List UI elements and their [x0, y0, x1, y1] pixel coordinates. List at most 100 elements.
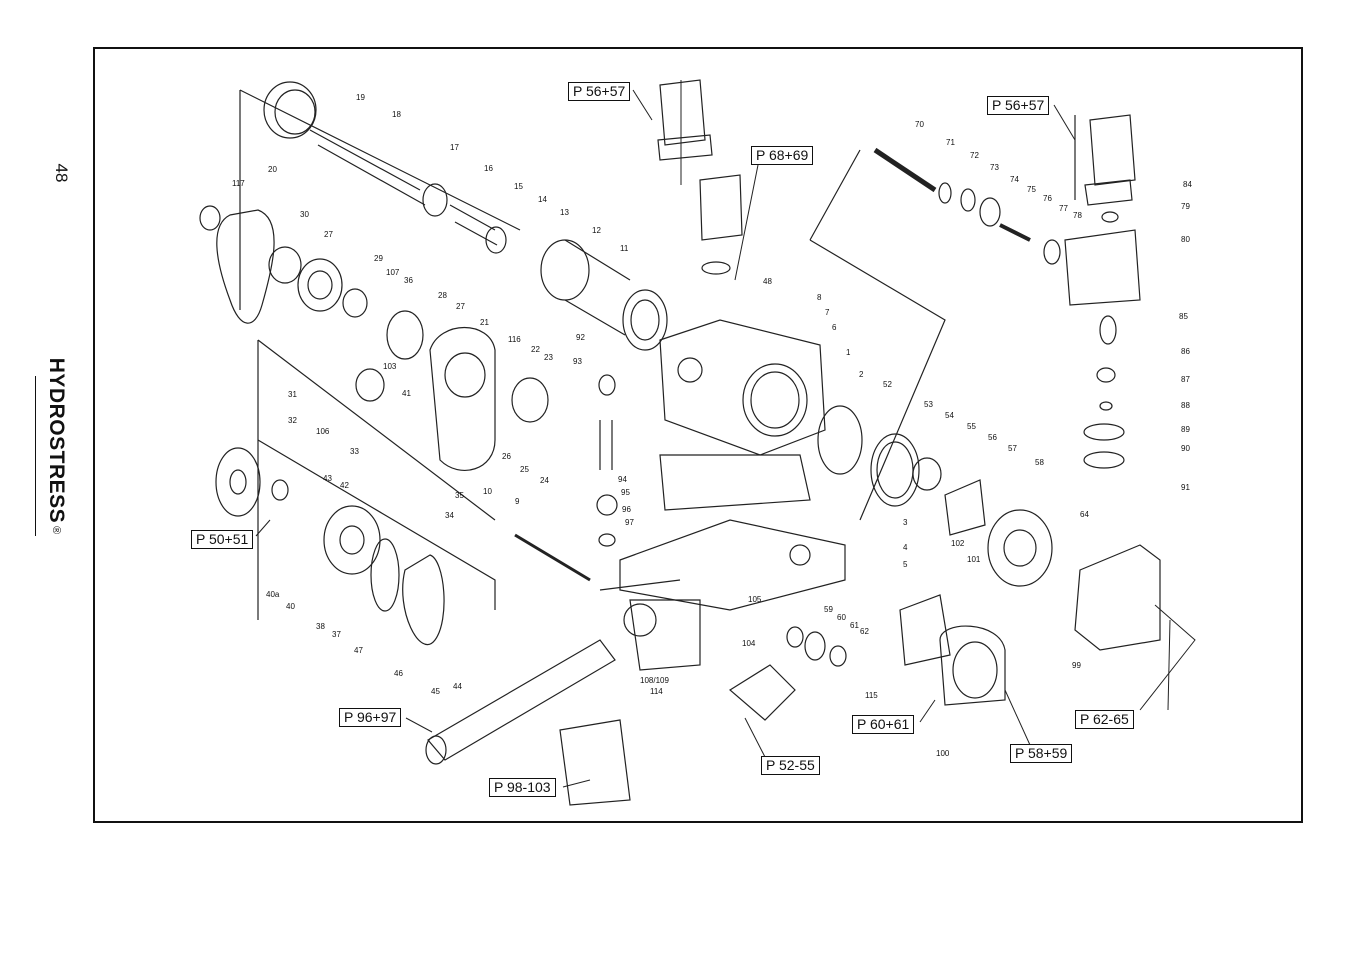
part-number: 35: [455, 491, 464, 500]
page-ref-62-65[interactable]: P 62-65: [1075, 710, 1134, 729]
part-number: 1: [846, 348, 851, 357]
part-number: 43: [323, 474, 332, 483]
part-number: 20: [268, 165, 277, 174]
part-number: 54: [945, 411, 954, 420]
part-number: 6: [832, 323, 837, 332]
part-number: 93: [573, 357, 582, 366]
part-number: 97: [625, 518, 634, 527]
part-number: 16: [484, 164, 493, 173]
page-ref-56-57-left[interactable]: P 56+57: [568, 82, 631, 101]
part-number: 105: [748, 595, 762, 604]
part-number: 80: [1181, 235, 1190, 244]
part-number: 61: [850, 621, 859, 630]
page-ref-68-69[interactable]: P 68+69: [751, 146, 814, 165]
part-number: 101: [967, 555, 981, 564]
part-number: 27: [324, 230, 333, 239]
part-number: 29: [374, 254, 383, 263]
part-number: 30: [300, 210, 309, 219]
part-number: 86: [1181, 347, 1190, 356]
part-number: 62: [860, 627, 869, 636]
part-number: 12: [592, 226, 601, 235]
part-number: 21: [480, 318, 489, 327]
part-number: 90: [1181, 444, 1190, 453]
part-number: 107: [386, 268, 400, 277]
part-number: 88: [1181, 401, 1190, 410]
part-number: 17: [450, 143, 459, 152]
part-number: 104: [742, 639, 756, 648]
part-number: 84: [1183, 180, 1192, 189]
part-number: 92: [576, 333, 585, 342]
part-number: 40a: [266, 590, 280, 599]
part-number: 22: [531, 345, 540, 354]
page-ref-58-59[interactable]: P 58+59: [1010, 744, 1073, 763]
part-number: 108/109: [640, 676, 669, 685]
page-ref-96-97[interactable]: P 96+97: [339, 708, 402, 727]
part-number: 58: [1035, 458, 1044, 467]
part-number: 3: [903, 518, 908, 527]
part-number: 72: [970, 151, 979, 160]
page-ref-98-103[interactable]: P 98-103: [489, 778, 556, 797]
part-number: 114: [650, 687, 663, 696]
part-number: 5: [903, 560, 908, 569]
brand-rule: [35, 376, 36, 536]
part-number: 77: [1059, 204, 1068, 213]
part-number: 28: [438, 291, 447, 300]
part-number: 57: [1008, 444, 1017, 453]
page-ref-52-55[interactable]: P 52-55: [761, 756, 820, 775]
part-number: 7: [825, 308, 830, 317]
part-number: 48: [763, 277, 772, 286]
part-number: 87: [1181, 375, 1190, 384]
part-number: 38: [316, 622, 325, 631]
drawing-frame: [93, 47, 1303, 823]
part-number: 64: [1080, 510, 1089, 519]
part-number: 102: [951, 539, 965, 548]
part-number: 36: [404, 276, 413, 285]
part-number: 99: [1072, 661, 1081, 670]
part-number: 117: [232, 179, 245, 188]
part-number: 53: [924, 400, 933, 409]
part-number: 52: [883, 380, 892, 389]
page-ref-56-57-right[interactable]: P 56+57: [987, 96, 1050, 115]
page-ref-60-61[interactable]: P 60+61: [852, 715, 915, 734]
page-ref-50-51[interactable]: P 50+51: [191, 530, 254, 549]
part-number: 116: [508, 335, 521, 344]
part-number: 14: [538, 195, 547, 204]
part-number: 55: [967, 422, 976, 431]
part-number: 11: [620, 244, 629, 253]
part-number: 2: [859, 370, 864, 379]
part-number: 24: [540, 476, 549, 485]
part-number: 27: [456, 302, 465, 311]
part-number: 10: [483, 487, 492, 496]
part-number: 47: [354, 646, 363, 655]
part-number: 34: [445, 511, 454, 520]
part-number: 70: [915, 120, 924, 129]
part-number: 45: [431, 687, 440, 696]
part-number: 19: [356, 93, 365, 102]
part-number: 100: [936, 749, 950, 758]
part-number: 4: [903, 543, 908, 552]
part-number: 8: [817, 293, 822, 302]
part-number: 79: [1181, 202, 1190, 211]
part-number: 60: [837, 613, 846, 622]
part-number: 74: [1010, 175, 1019, 184]
part-number: 91: [1181, 483, 1190, 492]
part-number: 78: [1073, 211, 1082, 220]
part-number: 9: [515, 497, 520, 506]
part-number: 32: [288, 416, 297, 425]
part-number: 115: [865, 691, 878, 700]
part-number: 26: [502, 452, 511, 461]
part-number: 25: [520, 465, 529, 474]
part-number: 13: [560, 208, 569, 217]
part-number: 95: [621, 488, 630, 497]
part-number: 23: [544, 353, 553, 362]
part-number: 76: [1043, 194, 1052, 203]
part-number: 94: [618, 475, 627, 484]
part-number: 46: [394, 669, 403, 678]
part-number: 31: [288, 390, 297, 399]
part-number: 85: [1179, 312, 1188, 321]
part-number: 40: [286, 602, 295, 611]
part-number: 42: [340, 481, 349, 490]
part-number: 71: [946, 138, 955, 147]
part-number: 106: [316, 427, 330, 436]
